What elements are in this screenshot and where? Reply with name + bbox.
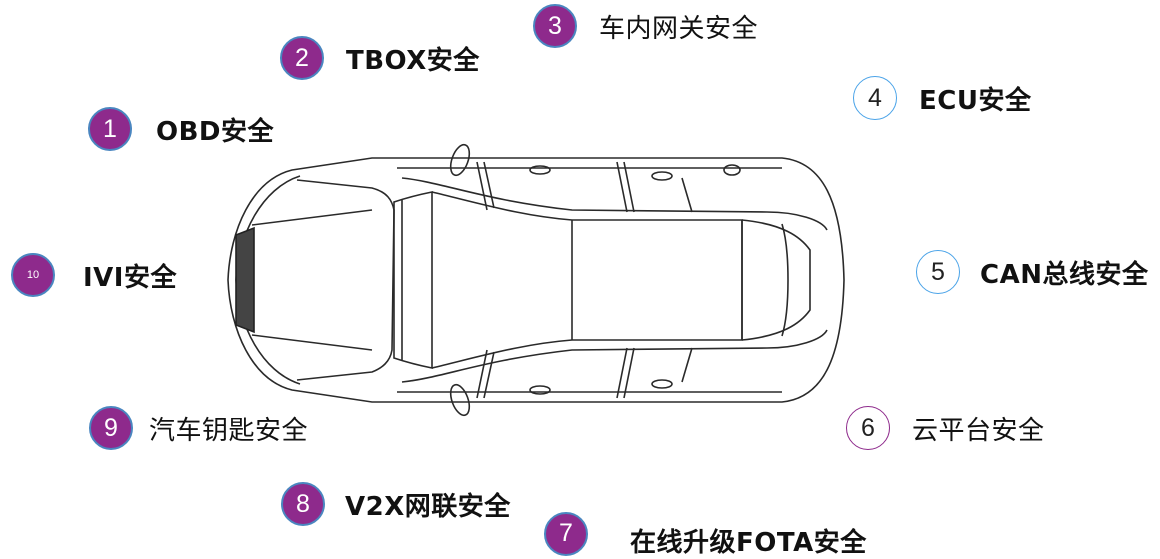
item-label: 在线升级FOTA安全 [630, 528, 867, 558]
car-top-view-illustration [227, 143, 845, 417]
item-label: 车内网关安全 [599, 13, 759, 44]
item-label: V2X网联安全 [345, 491, 511, 522]
number-badge-5: 5 [916, 250, 960, 294]
item-label: CAN总线安全 [980, 259, 1149, 290]
number-badge-4: 4 [853, 76, 897, 120]
item-label: 汽车钥匙安全 [149, 415, 309, 446]
item-ivi-security: 10 IVI安全 [11, 253, 177, 297]
item-car-key-security: 9 汽车钥匙安全 [89, 406, 308, 450]
number-badge-7: 7 [544, 511, 588, 556]
number-badge-1: 1 [88, 107, 132, 151]
number-badge-6: 6 [846, 406, 890, 450]
item-label: TBOX安全 [346, 45, 480, 76]
item-gateway-security: 3 车内网关安全 [533, 4, 758, 48]
item-tbox-security: 2 TBOX安全 [280, 36, 480, 80]
item-can-bus-security: 5 CAN总线安全 [916, 250, 1148, 294]
item-obd-security: 1 OBD安全 [88, 107, 274, 151]
number-badge-8: 8 [281, 482, 325, 526]
item-label: OBD安全 [156, 116, 275, 147]
item-label: ECU安全 [919, 85, 1032, 116]
item-ecu-security: 4 ECU安全 [853, 76, 1031, 120]
number-badge-3: 3 [533, 4, 577, 48]
item-cloud-platform-security: 6 云平台安全 [846, 406, 1045, 450]
item-label: 云平台安全 [912, 415, 1045, 446]
number-badge-9: 9 [89, 406, 133, 450]
number-badge-10: 10 [11, 253, 55, 297]
item-label: IVI安全 [83, 262, 177, 293]
number-badge-2: 2 [280, 36, 324, 80]
item-fota-security: 7 在线升级FOTA安全 [544, 508, 867, 559]
item-v2x-security: 8 V2X网联安全 [281, 482, 511, 526]
